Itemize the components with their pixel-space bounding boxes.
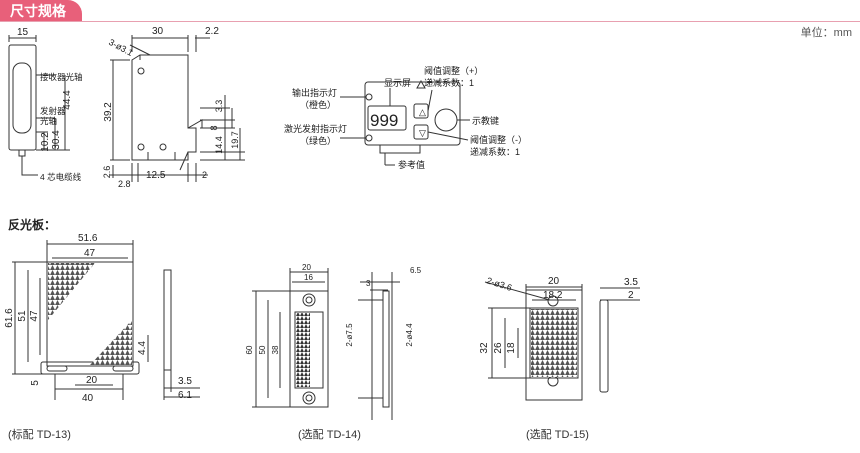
sensor-control-panel bbox=[340, 79, 470, 166]
td13-t1: 3.5 bbox=[178, 376, 192, 387]
td14-h3: 38 bbox=[271, 345, 280, 354]
caption-td15: (选配 TD-15) bbox=[526, 429, 589, 441]
td14-h1: 60 bbox=[245, 345, 254, 354]
panel-up-arrow-icon: △ bbox=[419, 107, 426, 117]
td13-t2: 6.1 bbox=[178, 390, 192, 401]
td14-w1: 20 bbox=[302, 263, 311, 272]
side-r4: 19.7 bbox=[230, 131, 240, 149]
caption-td14: (选配 TD-14) bbox=[298, 429, 361, 441]
panel-down-arrow-icon: ▽ bbox=[419, 128, 426, 138]
panel-threshold-up-coef: 递减系数：1 bbox=[424, 77, 474, 88]
td13-h1: 61.6 bbox=[4, 308, 15, 328]
td14-w2: 16 bbox=[304, 273, 313, 282]
td13-b3: 5 bbox=[30, 380, 41, 386]
side-width: 30 bbox=[152, 26, 164, 37]
td13-w2: 47 bbox=[84, 248, 96, 259]
side-holes: 3-ø3.1 bbox=[107, 37, 135, 58]
td14-hole2: 2-ø4.4 bbox=[405, 323, 414, 347]
td15-t2: 2 bbox=[628, 290, 634, 301]
panel-display: 显示屏 bbox=[384, 78, 411, 88]
td14-hole1: 2-ø7.5 bbox=[345, 323, 354, 347]
td13-h2: 51 bbox=[17, 310, 28, 322]
side-r1: 3.3 bbox=[214, 100, 224, 113]
td15-h2: 26 bbox=[493, 342, 504, 354]
side-b4: 2.6 bbox=[102, 166, 112, 179]
side-height: 39.2 bbox=[103, 102, 114, 122]
side-r2: 8 bbox=[209, 125, 219, 130]
front-h-10-2: 10.2 bbox=[40, 132, 51, 152]
td13-d1: 4.4 bbox=[137, 341, 148, 355]
sensor-front-view bbox=[8, 35, 70, 176]
td13-b1: 20 bbox=[86, 375, 98, 386]
header-divider bbox=[0, 21, 860, 22]
reflector-td14 bbox=[252, 268, 400, 420]
sensor-side-view bbox=[110, 35, 245, 182]
td15-w1: 20 bbox=[548, 276, 560, 287]
front-cable: 4 芯电缆线 bbox=[40, 172, 82, 182]
side-b3: 2 bbox=[202, 170, 207, 180]
td14-h2: 50 bbox=[258, 345, 267, 354]
panel-threshold-up: 阈值调整（+） bbox=[424, 65, 483, 76]
panel-threshold-down: 阈值调整（-） bbox=[470, 134, 527, 145]
td15-h3: 18 bbox=[506, 342, 517, 354]
side-r3: 14.4 bbox=[214, 136, 224, 154]
caption-td13: (标配 TD-13) bbox=[8, 429, 71, 441]
td13-b2: 40 bbox=[82, 393, 94, 404]
reflectors-title: 反光板： bbox=[8, 218, 57, 232]
reflector-td13 bbox=[12, 240, 200, 400]
side-thickness: 2.2 bbox=[205, 26, 219, 37]
td13-h3: 47 bbox=[29, 310, 40, 322]
td14-s2: 3 bbox=[366, 279, 371, 288]
front-h-30-4: 30.4 bbox=[51, 130, 62, 150]
panel-laser-led: 激光发射指示灯 bbox=[284, 123, 347, 134]
panel-digits: 999 bbox=[370, 111, 398, 130]
front-h-44-4: 44.4 bbox=[62, 90, 73, 110]
td15-t1: 3.5 bbox=[624, 277, 638, 288]
panel-output-color: （橙色） bbox=[300, 99, 336, 110]
front-emitter-axis-2: 光轴 bbox=[40, 116, 57, 126]
side-b2: 12.5 bbox=[146, 170, 166, 181]
section-tab: 尺寸规格 bbox=[0, 0, 82, 22]
td14-s1: 6.5 bbox=[410, 266, 422, 275]
panel-teach-key: 示教键 bbox=[472, 115, 499, 126]
reflector-td15 bbox=[484, 281, 640, 401]
front-receiver-axis: 接收器光轴 bbox=[40, 72, 83, 82]
td13-w1: 51.6 bbox=[78, 233, 98, 244]
panel-reference: 参考值 bbox=[398, 159, 425, 170]
td15-h1: 32 bbox=[479, 342, 490, 354]
front-width: 15 bbox=[17, 27, 29, 38]
panel-laser-color: （绿色） bbox=[300, 135, 336, 146]
side-b1: 2.8 bbox=[118, 179, 131, 189]
td15-hole: 2-ø3.6 bbox=[485, 275, 513, 293]
panel-threshold-down-coef: 递减系数：1 bbox=[470, 146, 520, 157]
front-emitter-axis-1: 发射器 bbox=[40, 106, 66, 116]
unit-label: 单位：mm bbox=[800, 27, 852, 39]
panel-output-led: 输出指示灯 bbox=[292, 87, 337, 98]
reflector-hatch bbox=[48, 263, 577, 387]
td15-w2: 18.2 bbox=[543, 290, 563, 301]
